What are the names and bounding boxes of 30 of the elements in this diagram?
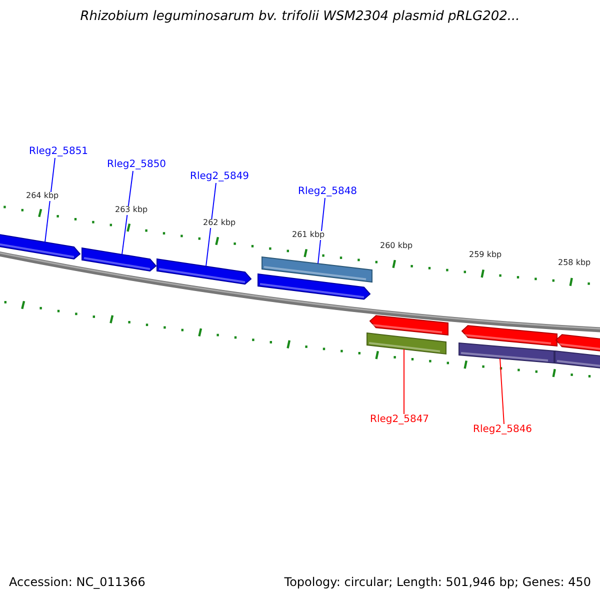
leader-line — [44, 158, 56, 243]
gene-label: Rleg2_5849 — [190, 171, 250, 182]
gene-label: Rleg2_5847 — [370, 414, 430, 425]
leader-line — [318, 198, 326, 264]
gene-feature — [0, 232, 81, 260]
leader-line — [206, 182, 216, 267]
footer-text: Accession: NC_011366 — [9, 576, 146, 590]
gene-feature — [82, 247, 157, 272]
gene-label: Rleg2_5850 — [107, 159, 166, 170]
gene-label: Rleg2_5851 — [29, 146, 88, 157]
gene-label: Rleg2_5848 — [298, 186, 358, 197]
scale-label: 258 kbp — [558, 259, 591, 268]
gene-feature — [369, 315, 448, 336]
leader-line — [122, 170, 134, 255]
footer-text: Topology: circular; Length: 501,946 bp; Genes: 450 — [284, 576, 591, 590]
scale-label: 263 kbp — [115, 206, 148, 215]
scale-label: 259 kbp — [469, 251, 502, 260]
scale-label: 261 kbp — [292, 231, 325, 240]
gene-bar — [262, 256, 372, 283]
gene-feature — [258, 273, 371, 300]
gene-feature — [156, 258, 252, 285]
title: Rhizobium leguminosarum bv. trifolii WSM2304 plasmid pRLG202... — [79, 10, 521, 24]
gene-feature — [555, 334, 600, 353]
gene-bar — [366, 332, 446, 355]
scale-label: 264 kbp — [26, 192, 59, 201]
gene-bar — [554, 350, 600, 370]
leader-line — [500, 358, 504, 424]
gene-label: Rleg2_5846 — [473, 424, 532, 435]
scale-label: 260 kbp — [380, 242, 413, 251]
scale-label: 262 kbp — [203, 219, 236, 228]
